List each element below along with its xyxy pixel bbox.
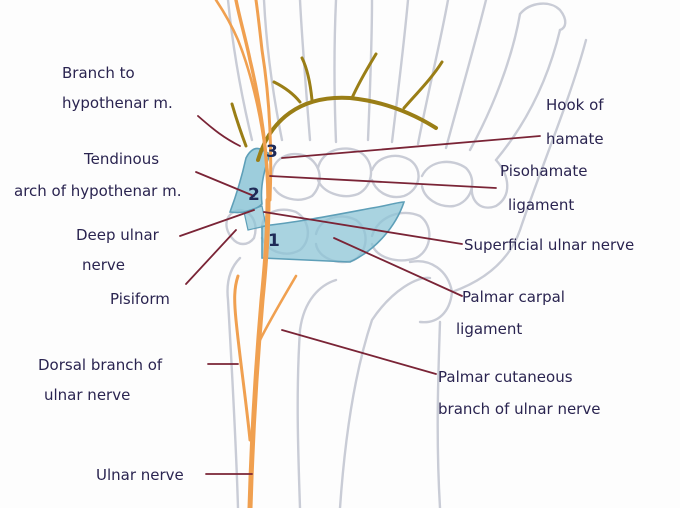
label-dorsal-branch-line2: ulnar nerve (44, 386, 130, 404)
leader-branch-hypothenar (198, 116, 240, 146)
metacarpal-4-b (335, 0, 337, 142)
capitate-bone (318, 149, 371, 197)
label-deep-ulnar-line1: Deep ulnar (76, 226, 160, 244)
label-branch-hypothenar-line1: Branch to (62, 64, 135, 82)
leader-deep-ulnar (180, 210, 254, 236)
label-ulnar-nerve: Ulnar nerve (96, 466, 184, 484)
label-branch-hypothenar-line2: hypothenar m. (62, 94, 173, 112)
radius-bone (340, 278, 430, 508)
deep-branch-twig-3 (404, 62, 442, 108)
label-pisohamate-line2: ligament (508, 196, 574, 214)
label-superficial-ulnar: Superficial ulnar nerve (464, 236, 634, 254)
label-palmar-carpal-line1: Palmar carpal (462, 288, 565, 306)
metacarpal-3 (368, 0, 372, 140)
label-tendinous-arch-line2: arch of hypothenar m. (14, 182, 182, 200)
ulnar-nerve-trunk (250, 200, 268, 508)
label-deep-ulnar-line2: nerve (82, 256, 125, 274)
label-dorsal-branch-line1: Dorsal branch of (38, 356, 163, 374)
label-hook-hamate-line1: Hook of (546, 96, 604, 114)
thumb-phalanx (520, 4, 565, 30)
branch-to-hypothenar (232, 104, 246, 146)
label-pisohamate-line1: Pisohamate (500, 162, 588, 180)
label-palmar-cutaneous-line1: Palmar cutaneous (438, 368, 573, 386)
label-hook-hamate-line2: hamate (546, 130, 604, 148)
label-pisiform: Pisiform (110, 290, 170, 308)
metacarpal-5-b (264, 0, 282, 140)
metacarpal-3-b (392, 0, 408, 142)
zone-3-label: 3 (266, 142, 278, 162)
zone-2-label: 2 (248, 185, 260, 205)
label-tendinous-arch-line1: Tendinous (83, 150, 159, 168)
metacarpal-4 (300, 0, 310, 140)
leader-palmar-carpal (334, 238, 462, 296)
styloid (410, 261, 452, 322)
leader-pisohamate (270, 176, 496, 188)
labels: Branch to hypothenar m. Tendinous arch o… (14, 64, 634, 484)
zone-1-label: 1 (268, 231, 280, 251)
deep-branch-twig-2 (352, 54, 376, 98)
deep-ulnar-nerve-branch (258, 98, 436, 160)
deep-branch-twig-4 (274, 82, 300, 102)
dorsal-branch-nerve (235, 276, 250, 440)
ulna-bone-inner (298, 280, 336, 508)
label-palmar-carpal-line2: ligament (456, 320, 522, 338)
label-palmar-cutaneous-line2: branch of ulnar nerve (438, 400, 600, 418)
trapezoid-bone (372, 156, 419, 197)
metacarpal-2-b (446, 0, 486, 148)
